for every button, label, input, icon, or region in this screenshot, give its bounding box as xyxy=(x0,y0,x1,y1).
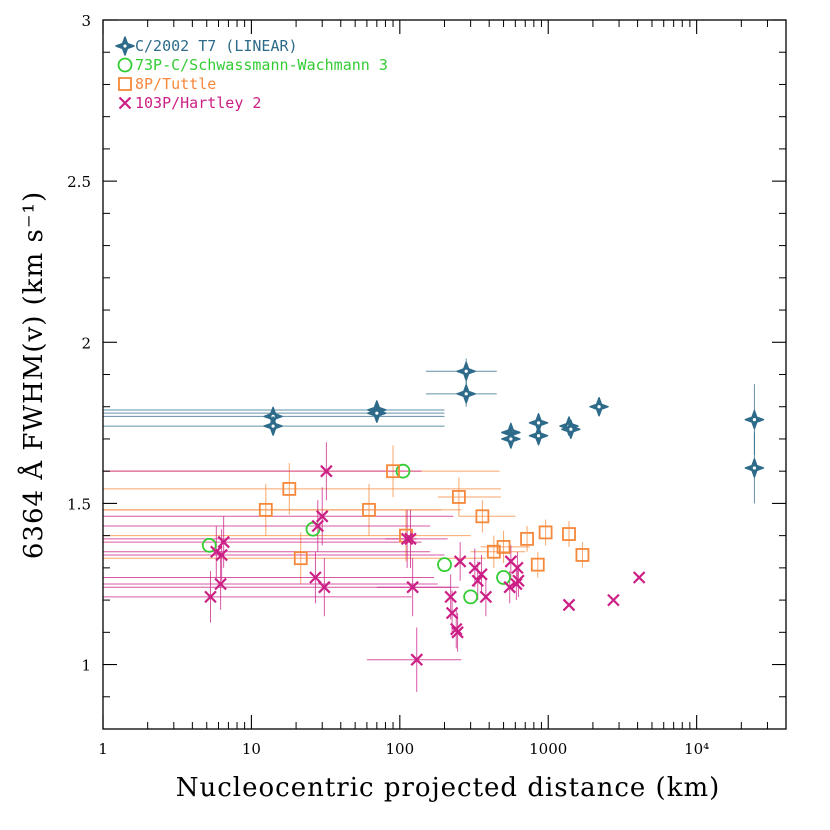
data-point xyxy=(399,528,413,543)
data-point xyxy=(293,551,308,566)
data-point xyxy=(395,463,411,479)
data-point xyxy=(406,580,419,594)
data-point xyxy=(562,527,576,541)
data-point xyxy=(538,525,553,540)
legend: C/2002 T7 (LINEAR)73P-C/Schwassmann-Wach… xyxy=(115,36,388,112)
data-point xyxy=(528,425,549,446)
data-point xyxy=(520,531,534,546)
x-tick-label: 10⁴ xyxy=(684,740,709,758)
data-point xyxy=(451,626,464,639)
x-tick-label: 1000 xyxy=(529,740,567,758)
data-point xyxy=(511,561,524,575)
x-tick-label: 1 xyxy=(98,740,108,758)
legend-marker xyxy=(118,77,132,91)
y-tick-label: 2.5 xyxy=(67,173,91,191)
data-point xyxy=(367,403,387,423)
data-point xyxy=(258,502,273,517)
data-point xyxy=(437,557,452,573)
data-point xyxy=(282,482,297,496)
data-point xyxy=(562,598,576,612)
data-point xyxy=(475,509,490,524)
data-point xyxy=(589,396,609,417)
data-point xyxy=(214,577,227,591)
data-point xyxy=(318,580,331,594)
data-point xyxy=(311,519,325,533)
data-point xyxy=(607,593,620,607)
data-point xyxy=(410,653,424,666)
data-point xyxy=(503,580,516,594)
data-point xyxy=(744,409,765,430)
data-point xyxy=(632,571,646,584)
legend-marker xyxy=(117,57,133,73)
y-tick-label: 2 xyxy=(81,334,91,352)
data-point xyxy=(320,464,333,478)
data-point xyxy=(444,590,457,604)
legend-label: 8P/Tuttle xyxy=(135,75,216,93)
legend-label: C/2002 T7 (LINEAR) xyxy=(135,37,298,55)
data-point xyxy=(404,532,417,546)
legend-label: 103P/Hartley 2 xyxy=(135,94,261,112)
data-point xyxy=(217,535,230,549)
axis-ticks: 1 1.5 2 2.5 3 1 10 100 1000 10⁴ xyxy=(67,12,786,758)
data-point xyxy=(400,532,414,546)
data-point xyxy=(530,557,545,572)
plot-area xyxy=(103,358,765,692)
data-point xyxy=(456,384,476,404)
legend-marker xyxy=(115,36,135,56)
x-tick-label: 10 xyxy=(242,740,261,758)
data-point xyxy=(309,571,322,584)
data-point xyxy=(486,544,501,559)
data-point xyxy=(451,490,466,504)
data-point xyxy=(456,361,476,382)
data-point xyxy=(575,548,590,562)
y-axis-label: 6364 Å FWHM(v) (km s⁻¹) xyxy=(17,191,49,559)
data-point xyxy=(561,419,581,440)
data-point xyxy=(463,589,479,605)
legend-label: 73P-C/Schwassmann-Wachmann 3 xyxy=(135,56,388,74)
data-point xyxy=(386,464,400,479)
data-point xyxy=(204,590,217,604)
x-axis-label: Nucleocentric projected distance (km) xyxy=(176,773,721,803)
x-tick-label: 100 xyxy=(386,740,415,758)
data-point xyxy=(496,570,511,585)
plot-frame xyxy=(102,19,787,730)
y-tick-label: 1 xyxy=(81,657,91,675)
data-point xyxy=(215,548,228,562)
data-point xyxy=(453,555,467,568)
data-point xyxy=(512,574,525,588)
data-point xyxy=(475,568,488,581)
data-point xyxy=(449,622,463,636)
data-point xyxy=(362,502,376,517)
data-point xyxy=(496,540,511,554)
data-point xyxy=(263,416,283,436)
data-point xyxy=(501,429,521,449)
data-point xyxy=(201,537,217,553)
data-point xyxy=(315,510,329,523)
legend-marker xyxy=(118,96,132,110)
data-point xyxy=(479,590,493,604)
data-point xyxy=(744,458,765,478)
data-point xyxy=(445,606,459,620)
data-point xyxy=(471,574,485,588)
y-tick-label: 1.5 xyxy=(67,495,91,513)
y-tick-label: 3 xyxy=(81,12,91,30)
